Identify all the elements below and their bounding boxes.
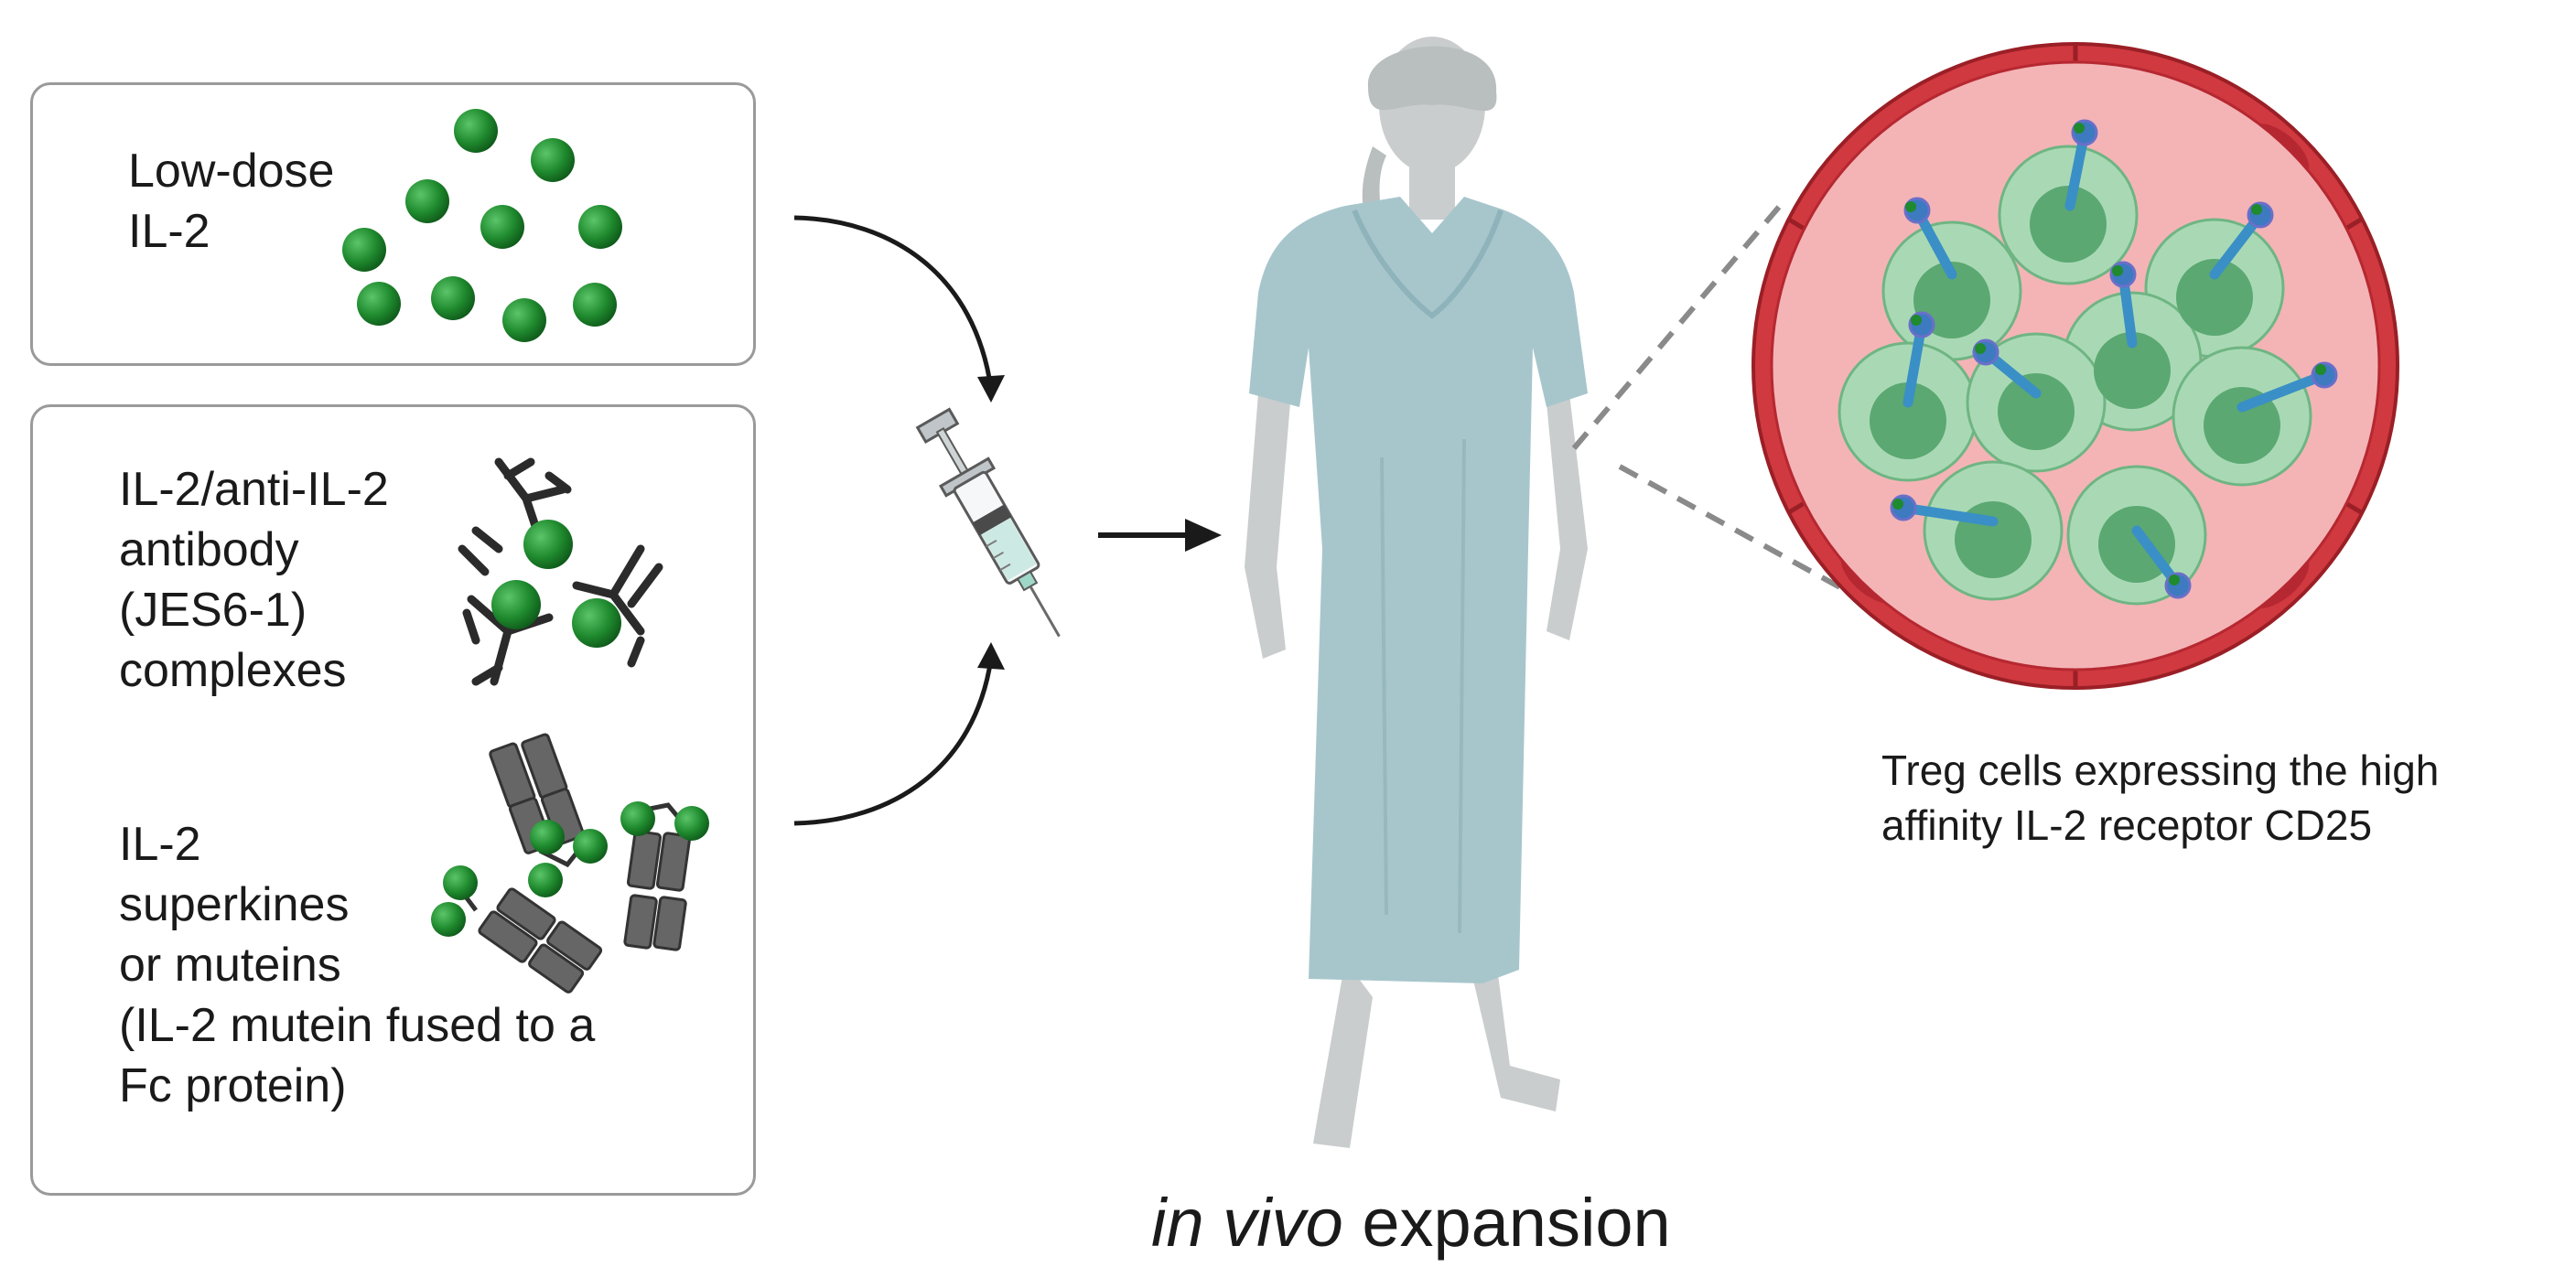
superkines-line-4: (IL-2 mutein fused to a bbox=[119, 999, 596, 1052]
treg-caption: Treg cells expressing the high affinity … bbox=[1881, 743, 2439, 853]
complexes-line-3: (JES6-1) bbox=[119, 584, 307, 637]
il2-molecules bbox=[342, 109, 622, 342]
superkines-line-1: IL-2 bbox=[119, 818, 201, 871]
engineered-il2-panel bbox=[30, 404, 756, 1196]
treg-caption-line-1: Treg cells expressing the high bbox=[1881, 746, 2440, 794]
fc-fusion-proteins bbox=[460, 733, 692, 993]
superkines-line-5: Fc protein) bbox=[119, 1059, 347, 1112]
complexes-line-1: IL-2/anti-IL-2 bbox=[119, 463, 389, 516]
low-dose-line-2: IL-2 bbox=[128, 205, 210, 258]
superkines-line-2: superkines bbox=[119, 878, 350, 931]
superkines-label: IL-2 superkines or muteins (IL-2 mutein … bbox=[119, 814, 595, 1116]
expansion-caption: in vivo expansion bbox=[1151, 1182, 1671, 1264]
caption-italic: in vivo bbox=[1151, 1185, 1343, 1261]
complexes-line-4: complexes bbox=[119, 644, 347, 697]
mutein-il2-molecules bbox=[431, 801, 709, 937]
antibody-complexes bbox=[458, 457, 663, 686]
complexes-label: IL-2/anti-IL-2 antibody (JES6-1) complex… bbox=[119, 459, 389, 701]
curved-arrow-bottom bbox=[793, 658, 994, 826]
caption-rest: expansion bbox=[1342, 1185, 1671, 1261]
low-dose-label: Low-dose IL-2 bbox=[128, 141, 334, 262]
treg-cells bbox=[1838, 119, 2338, 606]
patient-figure bbox=[1245, 37, 1588, 1148]
complexes-line-2: antibody bbox=[119, 523, 299, 576]
superkines-line-3: or muteins bbox=[119, 939, 341, 992]
curved-arrow-top bbox=[793, 215, 994, 390]
complex-il2-molecules bbox=[491, 520, 621, 648]
syringe-icon bbox=[915, 407, 1061, 638]
treg-caption-line-2: affinity IL-2 receptor CD25 bbox=[1881, 801, 2373, 849]
low-dose-line-1: Low-dose bbox=[128, 145, 335, 198]
